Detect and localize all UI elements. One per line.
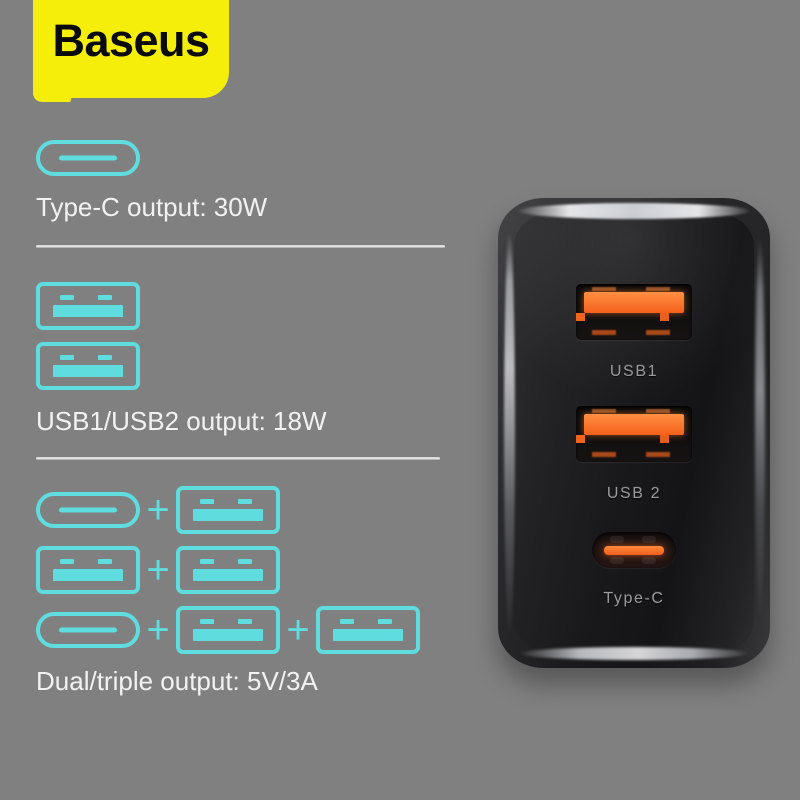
usb-bar: [193, 629, 263, 641]
usb-tab-left: [200, 559, 214, 564]
usb-tab-left: [60, 355, 74, 360]
usb-tab-right: [238, 559, 252, 564]
usb-pin: [576, 313, 585, 321]
feature-dual-triple-icons: + +: [36, 486, 456, 654]
usb-tab-left: [60, 559, 74, 564]
usb-tab-right: [98, 355, 112, 360]
usb-a-port-icon: [36, 282, 140, 330]
usb-bar: [53, 305, 123, 317]
usb-glow: [646, 409, 670, 413]
feature-usb-caption: USB1/USB2 output: 18W: [36, 406, 327, 436]
charger-product-image: USB1 USB 2 Type-C: [498, 198, 770, 668]
usb-pin: [660, 313, 669, 321]
usb-a-port-icon: [36, 546, 140, 594]
charger-rim-highlight-right: [755, 238, 765, 618]
usb-tab-left: [200, 619, 214, 624]
usb-tab-left: [340, 619, 354, 624]
usb-glow: [646, 287, 670, 291]
usb-glow: [646, 330, 670, 335]
usb-tab-right: [98, 559, 112, 564]
divider-1: [36, 245, 445, 248]
plus-icon: +: [146, 488, 170, 532]
feature-type-c-icons: [36, 140, 456, 176]
brand-wordmark: Baseus: [52, 15, 210, 66]
feature-type-c-caption: Type-C output: 30W: [36, 192, 268, 222]
charger-body: USB1 USB 2 Type-C: [498, 198, 770, 668]
feature-list: Type-C output: 30W: [36, 140, 456, 698]
plus-icon: +: [286, 608, 310, 652]
usb-bar: [53, 569, 123, 581]
type-c-port-icon: [36, 140, 140, 176]
icon-row-combo-1: +: [36, 486, 456, 534]
usb-bar: [53, 365, 123, 377]
usb-tongue: [584, 292, 684, 313]
charger-rim-highlight-bottom: [520, 647, 748, 660]
type-c-contact: [642, 557, 656, 564]
type-c-port-icon: [36, 492, 140, 528]
usb-a-port-icon: [176, 606, 280, 654]
charger-port-usb1-label: USB1: [609, 363, 659, 380]
charger-rim-highlight-left: [504, 232, 515, 632]
plus-icon: +: [146, 548, 170, 592]
charger-port-usb1: [576, 284, 692, 340]
type-c-tongue: [604, 546, 664, 555]
charger-port-usb2-label: USB 2: [606, 485, 662, 502]
type-c-contact: [610, 536, 624, 543]
usb-bar: [193, 569, 263, 581]
type-c-port-icon: [36, 612, 140, 648]
usb-a-port-icon: [176, 546, 280, 594]
usb-bar: [333, 629, 403, 641]
feature-usb-icons: [36, 282, 456, 390]
charger-rim-highlight-top: [518, 203, 750, 219]
usb-glow: [592, 409, 616, 413]
feature-type-c: Type-C output: 30W: [36, 140, 456, 248]
divider-2: [36, 457, 440, 460]
plus-icon: +: [146, 608, 170, 652]
usb-glow: [592, 287, 616, 291]
usb-tab-right: [98, 295, 112, 300]
usb-glow: [592, 330, 616, 335]
usb-tab-right: [378, 619, 392, 624]
type-c-contact: [610, 557, 624, 564]
usb-a-port-icon: [316, 606, 420, 654]
usb-tab-right: [238, 499, 252, 504]
icon-row: [36, 342, 456, 390]
feature-usb: USB1/USB2 output: 18W: [36, 282, 456, 460]
charger-port-type-c: [592, 532, 676, 568]
usb-pin: [576, 435, 585, 443]
usb-glow: [592, 452, 616, 457]
usb-bar: [193, 509, 263, 521]
brand-badge: Baseus: [33, 0, 229, 98]
usb-a-port-icon: [176, 486, 280, 534]
icon-row: [36, 140, 456, 176]
usb-glow: [646, 452, 670, 457]
icon-row: [36, 282, 456, 330]
usb-tongue: [584, 414, 684, 435]
feature-dual-triple: + +: [36, 486, 456, 698]
icon-row-combo-2: +: [36, 546, 456, 594]
icon-row-combo-3: + +: [36, 606, 456, 654]
usb-pin: [660, 435, 669, 443]
usb-tab-left: [200, 499, 214, 504]
usb-tab-left: [60, 295, 74, 300]
usb-tab-right: [238, 619, 252, 624]
charger-port-usb2: [576, 406, 692, 462]
charger-port-type-c-label: Type-C: [603, 590, 665, 607]
type-c-contact: [642, 536, 656, 543]
feature-dual-triple-caption: Dual/triple output: 5V/3A: [36, 666, 318, 696]
usb-a-port-icon: [36, 342, 140, 390]
